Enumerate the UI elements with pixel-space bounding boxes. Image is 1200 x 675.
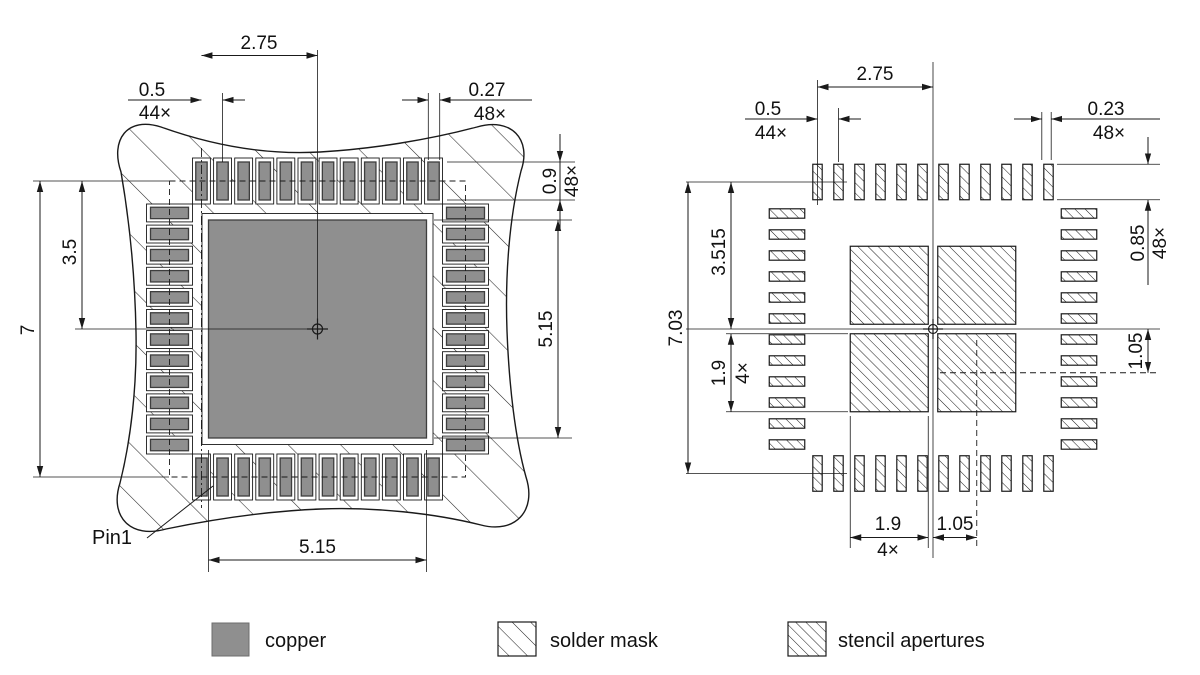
stencil-aperture — [896, 455, 907, 492]
stencil-aperture — [768, 313, 806, 324]
stencil-aperture — [959, 455, 970, 492]
stencil-center-aperture — [849, 245, 929, 325]
dim-center-ap-h-count: 4× — [733, 362, 754, 384]
dim-aperture-length-count: 48× — [1150, 227, 1171, 259]
stencil-aperture — [1022, 455, 1033, 492]
stencil-aperture — [768, 334, 806, 345]
pin1-leader-line — [146, 485, 214, 539]
stencil-aperture — [1060, 418, 1098, 429]
stencil-aperture — [1001, 455, 1012, 492]
dim-center-offset-h: 1.05 — [937, 514, 974, 535]
stencil-aperture — [875, 163, 886, 201]
dim-pitch-count: 44× — [755, 123, 787, 144]
stencil-apertures-swatch — [787, 621, 827, 657]
stencil-aperture — [768, 250, 806, 261]
stencil-aperture — [938, 163, 949, 201]
stencil-aperture — [1060, 334, 1098, 345]
dim-center-pad-w: 5.15 — [299, 537, 336, 558]
stencil-aperture — [1043, 455, 1054, 492]
dim-center-offset-v: 1.05 — [1126, 333, 1147, 370]
stencil-aperture — [768, 418, 806, 429]
stencil-aperture — [768, 397, 806, 408]
stencil-aperture — [768, 292, 806, 303]
stencil-aperture — [1060, 397, 1098, 408]
stencil-aperture — [854, 455, 865, 492]
stencil-center-aperture — [937, 245, 1017, 325]
stencil-aperture — [768, 439, 806, 450]
dim-pitch: 0.5 — [755, 99, 781, 120]
stencil-center-aperture — [849, 333, 929, 413]
dim-pitch-count: 44× — [139, 103, 171, 124]
dim-pad-length-count: 48× — [562, 165, 583, 197]
dim-center-ap-w-count: 4× — [877, 540, 899, 561]
stencil-aperture — [1060, 313, 1098, 324]
stencil-aperture — [917, 455, 928, 492]
solder-mask-swatch — [497, 621, 537, 657]
stencil-aperture — [768, 229, 806, 240]
stencil-aperture — [1060, 439, 1098, 450]
dim-aperture-width-count: 48× — [1093, 123, 1125, 144]
dim-center-ap-w: 1.9 — [875, 514, 901, 535]
legend-stencil-apertures-label: stencil apertures — [838, 630, 985, 652]
stencil-aperture — [1060, 250, 1098, 261]
legend-solder-mask-label: solder mask — [550, 630, 659, 652]
stencil-aperture — [1001, 163, 1012, 201]
stencil-aperture — [768, 355, 806, 366]
stencil-aperture — [768, 208, 806, 219]
stencil-aperture — [1022, 163, 1033, 201]
stencil-aperture — [896, 163, 907, 201]
right-view-stencil: 2.75 0.5 44× 0.23 48× 0.85 48× 7.03 3.51… — [666, 62, 1171, 561]
stencil-aperture — [1060, 229, 1098, 240]
copper-swatch — [211, 622, 250, 657]
left-view-copper-solder-mask: 2.75 0.5 44× 0.27 48× 0.9 48× 5.15 3.5 — [18, 33, 583, 572]
legend-item-copper: copper — [211, 622, 326, 657]
stencil-aperture — [1060, 376, 1098, 387]
legend: copper solder mask stencil apertures — [211, 621, 985, 657]
dim-aperture-width: 0.23 — [1088, 99, 1125, 120]
dim-pad-width-count: 48× — [474, 104, 506, 125]
stencil-aperture — [980, 163, 991, 201]
legend-copper-label: copper — [265, 630, 326, 652]
dim-pad-length: 0.9 — [540, 168, 561, 194]
pin1-label: Pin1 — [92, 527, 132, 549]
stencil-aperture — [1043, 163, 1054, 201]
dim-half-body: 3.5 — [60, 239, 81, 265]
stencil-aperture — [875, 455, 886, 492]
center-marker — [307, 318, 328, 340]
dim-aperture-length: 0.85 — [1128, 225, 1149, 262]
stencil-apertures-group — [768, 163, 1098, 492]
dim-pad-width: 0.27 — [469, 80, 506, 101]
legend-item-solder-mask: solder mask — [497, 621, 659, 657]
stencil-aperture — [1060, 208, 1098, 219]
dim-half-body: 3.515 — [709, 228, 730, 276]
stencil-aperture — [854, 163, 865, 201]
stencil-aperture — [1060, 355, 1098, 366]
stencil-aperture — [1060, 271, 1098, 282]
stencil-aperture — [917, 163, 928, 201]
center-marker — [923, 319, 943, 339]
stencil-aperture — [980, 455, 991, 492]
stencil-aperture — [959, 163, 970, 201]
dim-pitch: 0.5 — [139, 80, 165, 101]
dim-pitch-span: 2.75 — [241, 33, 278, 54]
stencil-aperture — [1060, 292, 1098, 303]
legend-item-stencil-apertures: stencil apertures — [787, 621, 985, 657]
dim-center-pad-h: 5.15 — [536, 311, 557, 348]
stencil-aperture — [768, 271, 806, 282]
stencil-aperture — [938, 455, 949, 492]
dim-center-ap-h: 1.9 — [709, 360, 730, 386]
stencil-aperture — [768, 376, 806, 387]
dim-body: 7.03 — [666, 310, 687, 347]
dim-body: 7 — [18, 325, 39, 336]
dim-pitch-span: 2.75 — [857, 64, 894, 85]
